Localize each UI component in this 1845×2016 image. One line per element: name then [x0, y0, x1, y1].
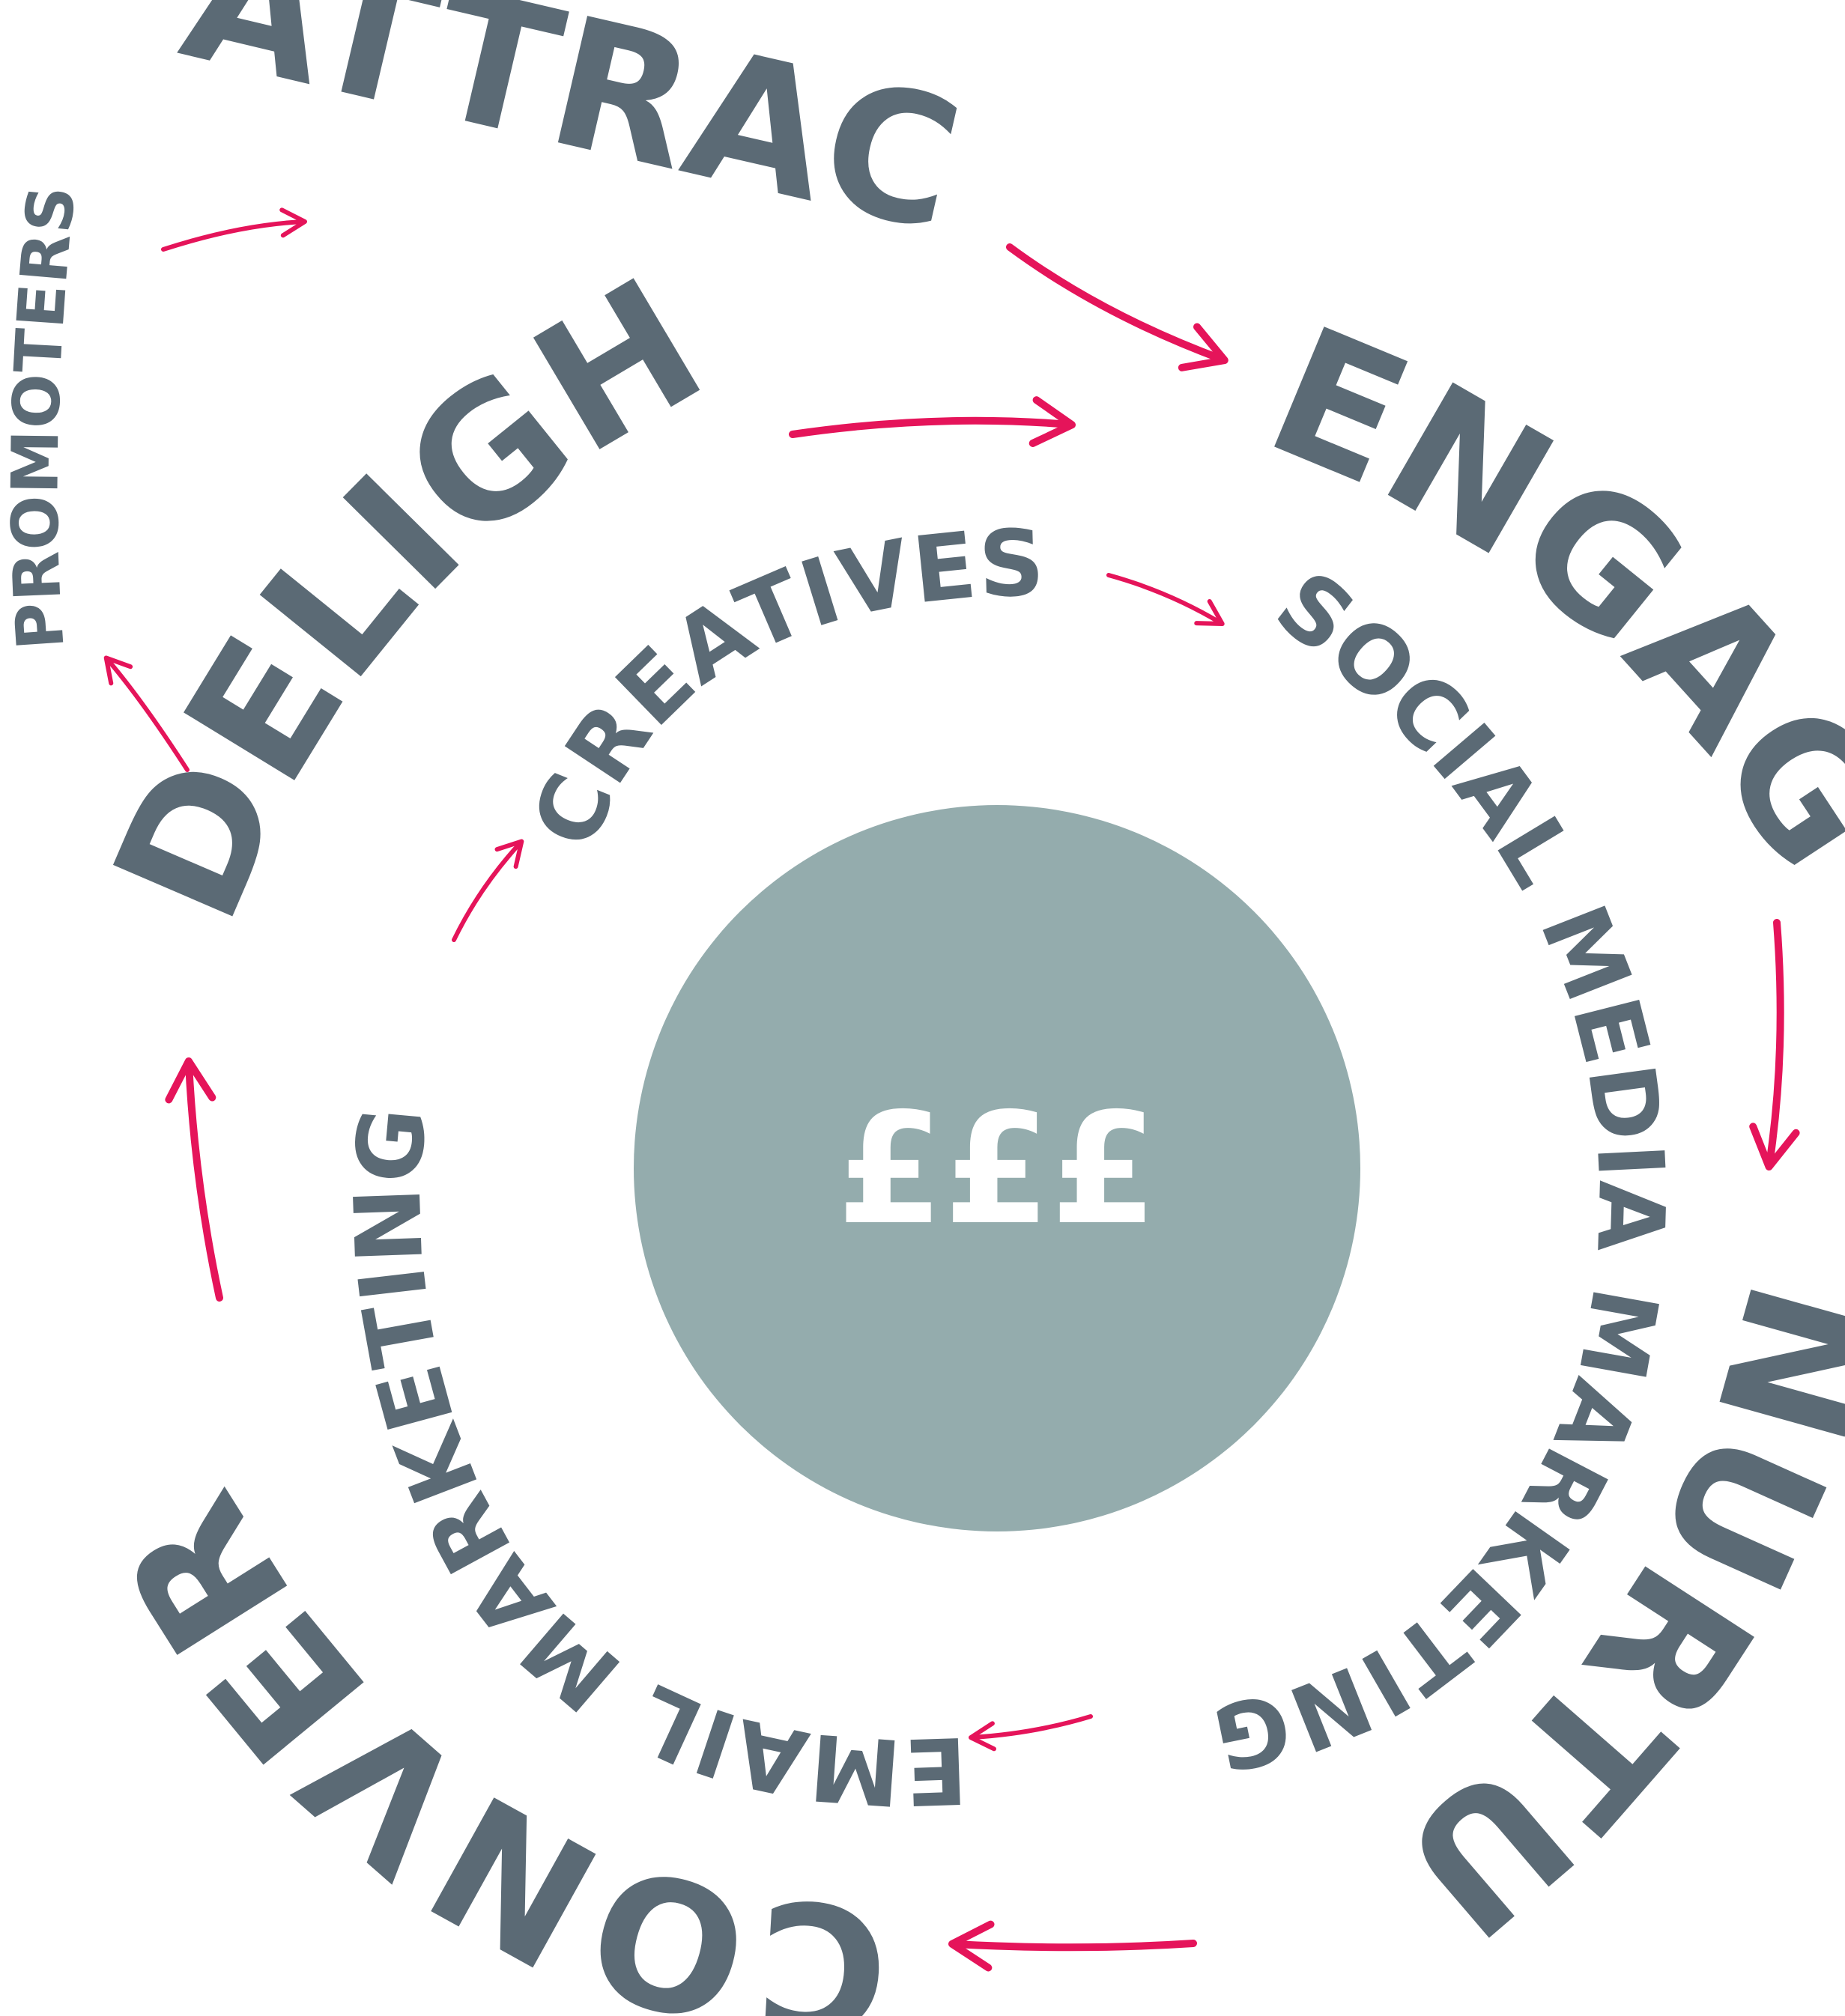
stage-promoters: PROMOTERS	[0, 182, 90, 652]
arrow-email-to-creatives	[452, 839, 524, 942]
center-revenue-label: £££	[837, 1081, 1157, 1259]
arrow-promoters-to-attract	[161, 207, 307, 252]
arrow-delight-to-engage	[789, 396, 1076, 447]
svg-text:ATTRACT: ATTRACT	[0, 0, 979, 272]
arrow-social-to-email	[969, 1714, 1093, 1752]
stage-attract: ATTRACT	[0, 0, 978, 272]
arrow-engage-to-nurture	[1749, 919, 1800, 1171]
arrow-nurture-to-convert	[948, 1920, 1197, 1972]
center-revenue-circle	[634, 805, 1360, 1531]
arrow-convert-to-delight	[165, 1057, 223, 1302]
arrow-creatives-to-social	[1106, 573, 1225, 627]
svg-text:PROMOTERS: PROMOTERS	[0, 182, 91, 652]
arrow-delight-to-promoters	[103, 655, 190, 772]
arrow-attract-to-engage	[1006, 243, 1229, 371]
